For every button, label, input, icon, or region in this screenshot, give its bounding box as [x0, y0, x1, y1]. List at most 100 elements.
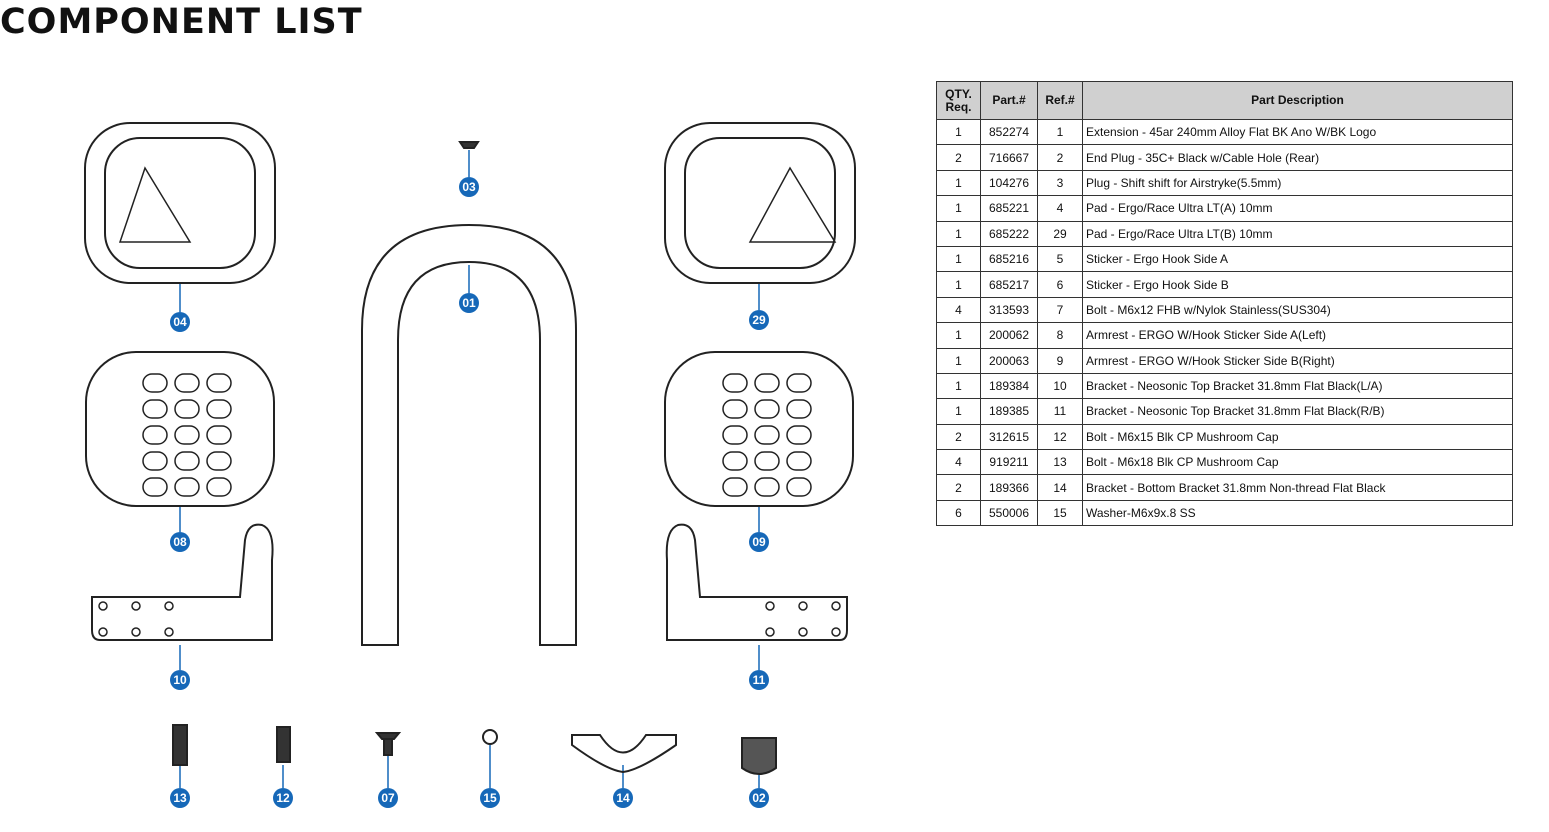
bolt-hole — [164, 601, 174, 611]
bolt-13 — [172, 724, 188, 766]
bolt-hole — [164, 627, 174, 637]
vent-hole — [142, 373, 168, 393]
vent-hole — [786, 399, 812, 419]
pad-left — [84, 122, 276, 284]
bracket-bottom-14 — [571, 734, 677, 774]
vent-hole — [786, 477, 812, 497]
header-part: Part.# — [980, 81, 1038, 120]
cell-part: 200063 — [980, 347, 1038, 374]
bolt-hole — [798, 627, 808, 637]
cell-ref: 5 — [1037, 245, 1083, 273]
cell-part: 189384 — [980, 372, 1038, 400]
vent-hole — [206, 373, 232, 393]
cell-qty: 1 — [936, 398, 981, 425]
cell-desc: Pad - Ergo/Race Ultra LT(A) 10mm — [1082, 195, 1513, 222]
vent-hole — [786, 373, 812, 393]
cell-desc: Bracket - Bottom Bracket 31.8mm Non-thre… — [1082, 474, 1513, 501]
bolt-hole — [798, 601, 808, 611]
end-plug-02 — [741, 737, 777, 775]
cell-qty: 1 — [936, 220, 981, 247]
table-header-row: QTY.Req. Part.# Ref.# Part Description — [936, 81, 1513, 120]
vent-hole — [174, 425, 200, 445]
bolt-hole — [98, 601, 108, 611]
cell-ref: 9 — [1037, 347, 1083, 374]
cell-desc: Extension - 45ar 240mm Alloy Flat BK Ano… — [1082, 118, 1513, 146]
bolt-hole — [131, 627, 141, 637]
cell-ref: 7 — [1037, 296, 1083, 324]
cell-qty: 4 — [936, 296, 981, 324]
cell-part: 685222 — [980, 220, 1038, 247]
header-ref: Ref.# — [1037, 81, 1083, 120]
callout-04: 04 — [170, 312, 190, 332]
exploded-parts-diagram — [84, 122, 856, 788]
callout-29: 29 — [749, 310, 769, 330]
cell-ref: 2 — [1037, 144, 1083, 171]
cell-qty: 4 — [936, 449, 981, 476]
callout-12: 12 — [273, 788, 293, 808]
cell-qty: 1 — [936, 372, 981, 400]
callout-03: 03 — [459, 177, 479, 197]
cell-qty: 1 — [936, 195, 981, 222]
cell-desc: End Plug - 35C+ Black w/Cable Hole (Rear… — [1082, 144, 1513, 171]
cell-desc: Bracket - Neosonic Top Bracket 31.8mm Fl… — [1082, 398, 1513, 425]
vent-hole — [206, 477, 232, 497]
cell-qty: 1 — [936, 245, 981, 273]
callout-14: 14 — [613, 788, 633, 808]
cell-desc: Sticker - Ergo Hook Side B — [1082, 271, 1513, 298]
bracket-right — [665, 523, 848, 641]
cell-ref: 14 — [1037, 474, 1083, 501]
callout-02: 02 — [749, 788, 769, 808]
vent-hole — [174, 477, 200, 497]
cell-part: 685216 — [980, 245, 1038, 273]
cell-desc: Sticker - Ergo Hook Side A — [1082, 245, 1513, 273]
vent-hole — [786, 451, 812, 471]
washer-15 — [482, 729, 498, 745]
cell-desc: Armrest - ERGO W/Hook Sticker Side B(Rig… — [1082, 347, 1513, 374]
cell-ref: 10 — [1037, 372, 1083, 400]
cell-ref: 4 — [1037, 195, 1083, 222]
callout-09: 09 — [749, 532, 769, 552]
cell-part: 313593 — [980, 296, 1038, 324]
armrest-right — [664, 351, 854, 507]
cell-part: 189366 — [980, 474, 1038, 501]
callout-08: 08 — [170, 532, 190, 552]
pad-right — [664, 122, 856, 284]
cell-ref: 1 — [1037, 118, 1083, 146]
bolt-12 — [276, 726, 291, 763]
header-qty-line2: Req. — [945, 99, 972, 114]
header-qty: QTY.Req. — [936, 81, 981, 120]
vent-hole — [206, 425, 232, 445]
cell-qty: 1 — [936, 347, 981, 374]
cell-desc: Pad - Ergo/Race Ultra LT(B) 10mm — [1082, 220, 1513, 247]
vent-hole — [722, 373, 748, 393]
cell-part: 104276 — [980, 169, 1038, 197]
vent-hole — [206, 451, 232, 471]
cell-desc: Armrest - ERGO W/Hook Sticker Side A(Lef… — [1082, 322, 1513, 349]
cell-desc: Plug - Shift shift for Airstryke(5.5mm) — [1082, 169, 1513, 197]
cell-part: 200062 — [980, 322, 1038, 349]
cell-ref: 12 — [1037, 423, 1083, 451]
callout-11: 11 — [749, 670, 769, 690]
callout-07: 07 — [378, 788, 398, 808]
cell-desc: Bracket - Neosonic Top Bracket 31.8mm Fl… — [1082, 372, 1513, 400]
cell-ref: 11 — [1037, 398, 1083, 425]
cell-ref: 15 — [1037, 499, 1083, 527]
bolt-hole — [765, 601, 775, 611]
cell-qty: 2 — [936, 423, 981, 451]
vent-hole — [754, 399, 780, 419]
bolt-hole — [831, 601, 841, 611]
cell-part: 189385 — [980, 398, 1038, 425]
cell-ref: 29 — [1037, 220, 1083, 247]
cell-ref: 8 — [1037, 322, 1083, 349]
